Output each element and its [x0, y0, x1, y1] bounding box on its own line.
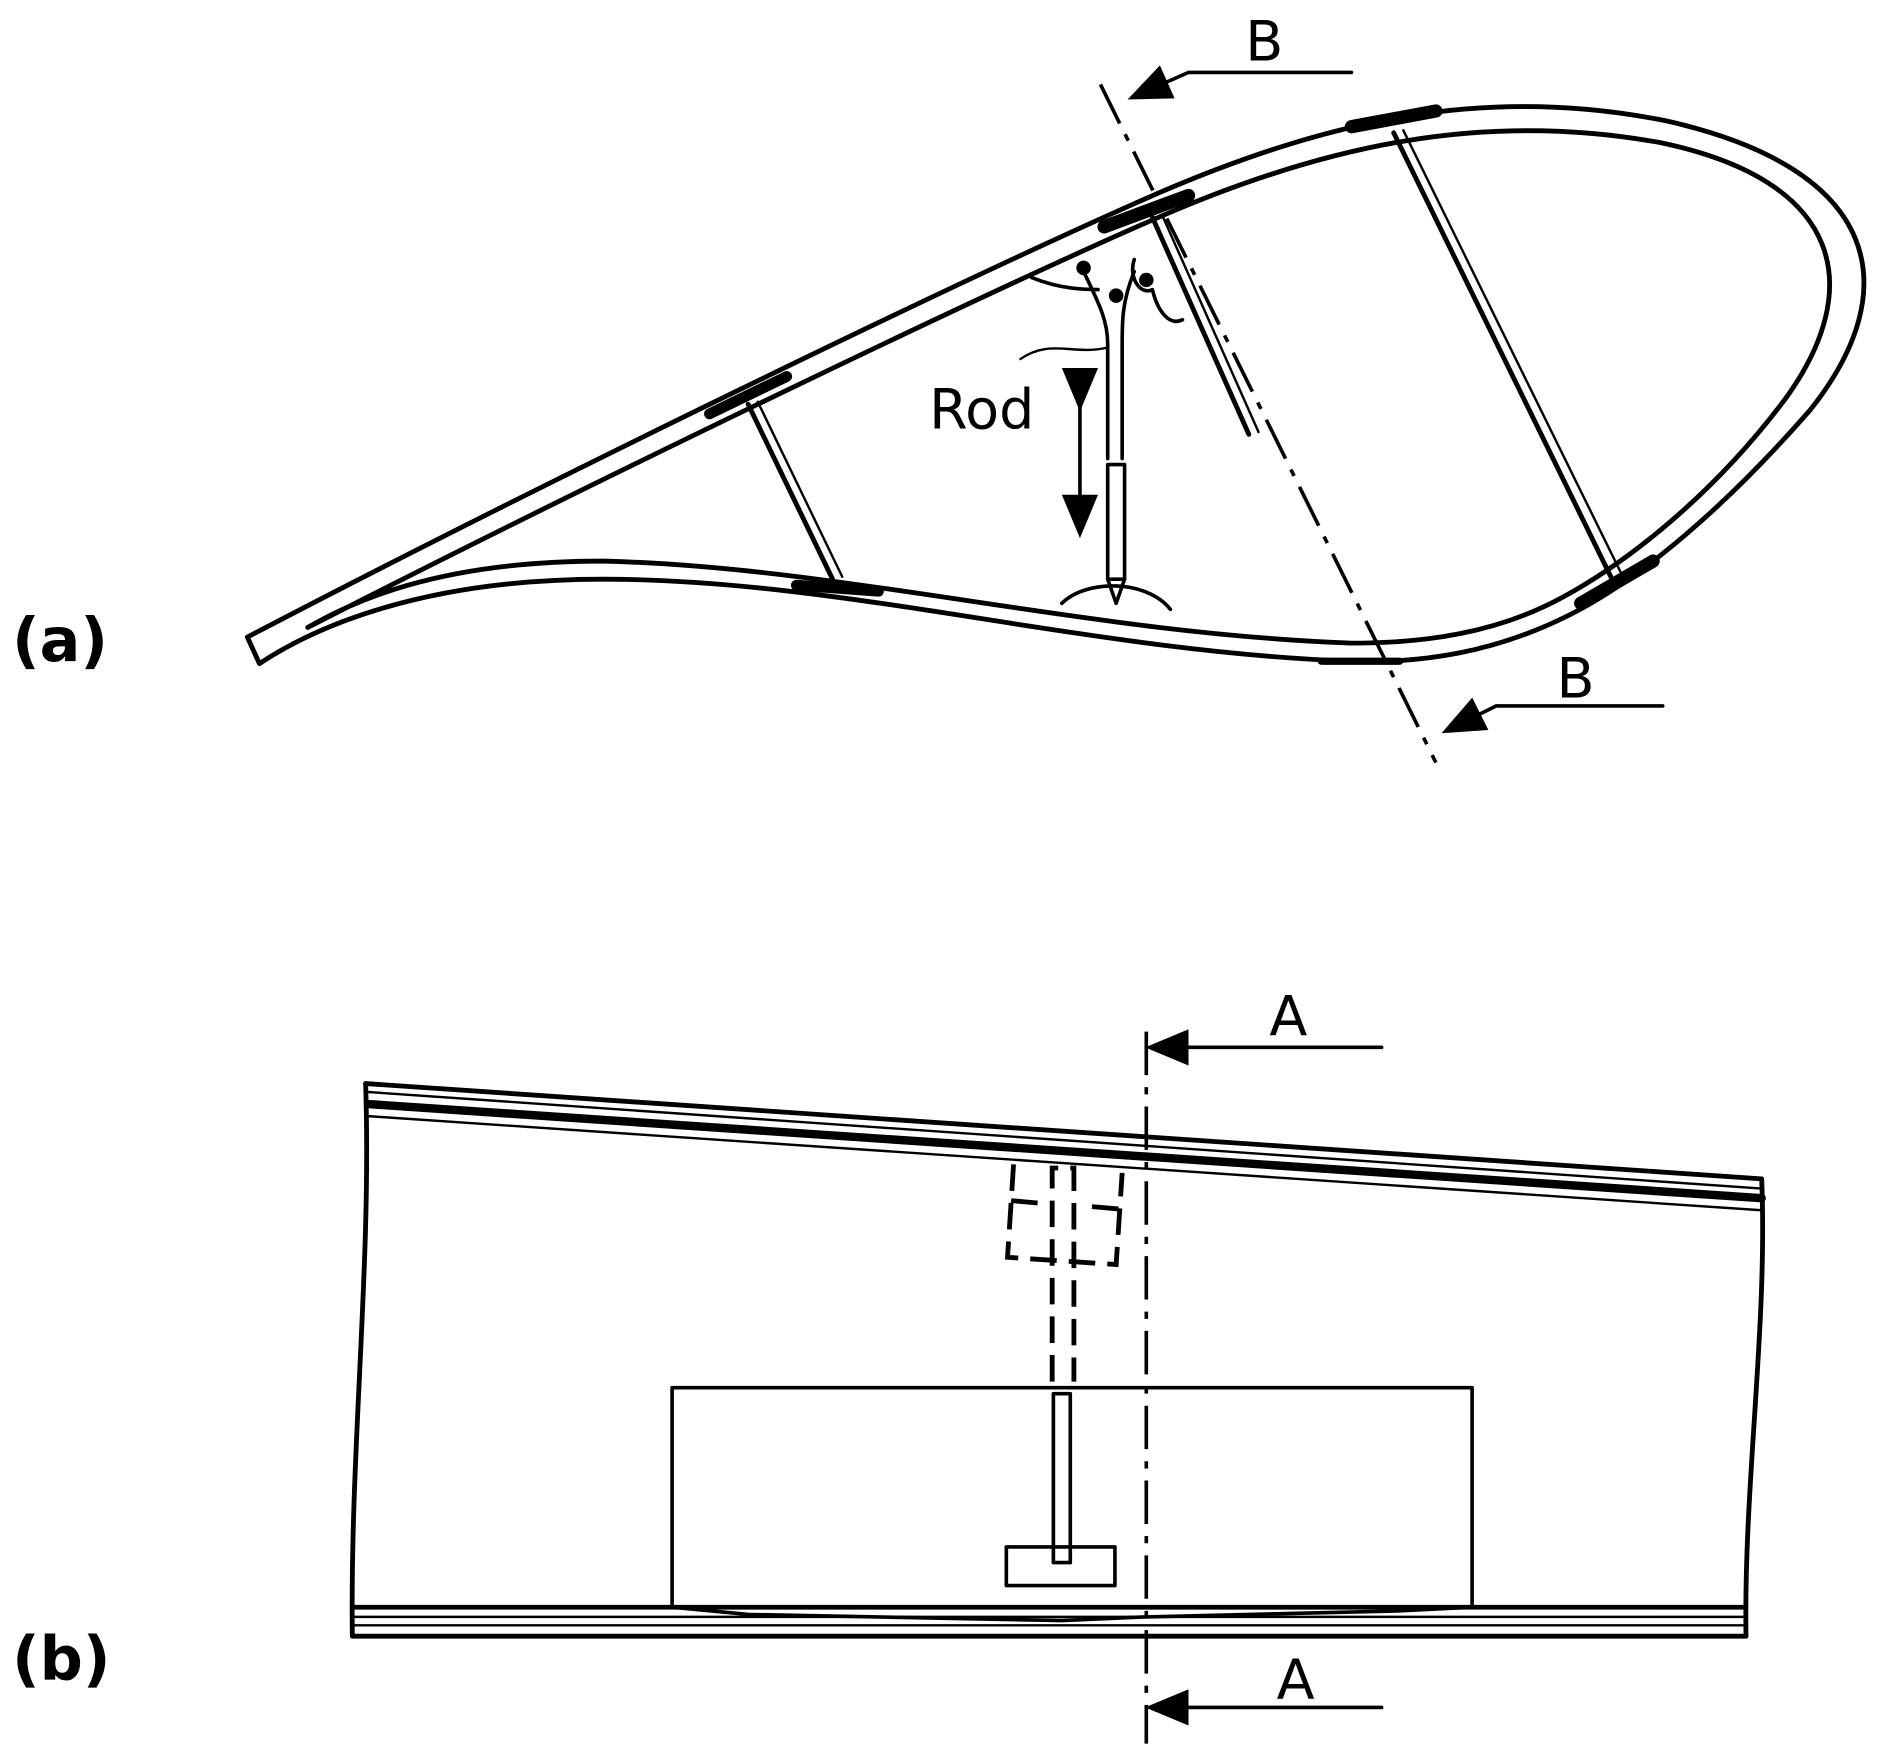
access-panel	[670, 1385, 1474, 1623]
panel-b-planform: A A	[349, 984, 1766, 1744]
panel-a-label: (a)	[12, 606, 108, 676]
shear-webs	[745, 129, 1622, 582]
section-marker-a-bottom: A	[1277, 1648, 1315, 1713]
rod-foot	[1004, 1545, 1117, 1588]
section-marker-b-top: B	[1245, 9, 1283, 74]
airfoil-inner-skin	[305, 128, 1832, 646]
airfoil-outer-skin	[244, 104, 1867, 667]
section-marker-b-bottom: B	[1557, 646, 1595, 711]
section-marker-a-top: A	[1269, 984, 1307, 1049]
rod-label: Rod	[929, 377, 1034, 442]
rod-mechanism	[1018, 257, 1185, 612]
panel-a-airfoil: Rod B B	[244, 9, 1867, 764]
hidden-bracket	[1004, 1164, 1125, 1382]
section-line-b	[1098, 83, 1438, 764]
panel-b-label: (b)	[12, 1625, 110, 1695]
